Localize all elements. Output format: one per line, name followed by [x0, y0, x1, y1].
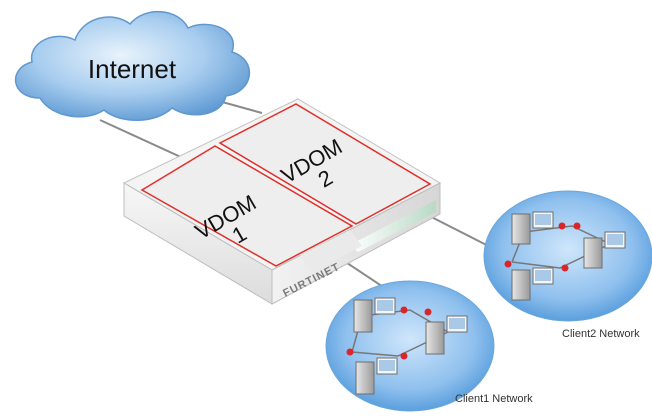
node-dot-icon: [504, 222, 581, 272]
server-icon: [355, 357, 398, 395]
server-icon: [425, 315, 468, 355]
cloud-label: Internet: [88, 54, 177, 84]
firewall-device-icon: VDOM 1 VDOM 2 FURTINET: [122, 98, 442, 305]
client2-disc: [483, 190, 652, 322]
vdom1-panel: VDOM 1: [140, 145, 354, 267]
server-icon: [583, 231, 626, 269]
server-icon: [511, 211, 554, 245]
server-icon: [353, 297, 396, 333]
server-icon: [511, 267, 554, 301]
node-dot-icon: [346, 306, 432, 360]
client1-disc: [325, 280, 495, 412]
vdom2-panel: VDOM 2: [218, 103, 432, 225]
client1-network: Client1 Network: [325, 280, 533, 412]
client1-label: Client1 Network: [455, 393, 533, 405]
client2-label: Client2 Network: [562, 328, 640, 340]
client2-network: Client2 Network: [483, 190, 652, 340]
cloud-icon: Internet: [15, 10, 250, 121]
